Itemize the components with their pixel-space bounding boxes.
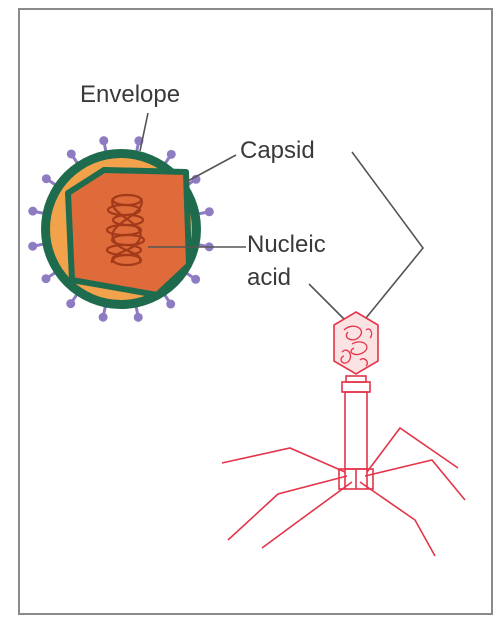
- capsid-leader-line-enveloped: [186, 155, 236, 182]
- enveloped-virus: [28, 136, 214, 322]
- bacteriophage: [222, 312, 465, 556]
- glycoprotein-spike-knob: [205, 207, 214, 216]
- phage-tail-fibers: [222, 428, 465, 556]
- label-nucleic: Nucleic: [247, 232, 326, 258]
- glycoprotein-spike-knob: [67, 149, 76, 158]
- glycoprotein-spike-knob: [99, 313, 108, 322]
- glycoprotein-spike-knob: [191, 275, 200, 284]
- glycoprotein-spike-knob: [134, 313, 143, 322]
- capsid-outline: [68, 170, 189, 295]
- phage-collar: [346, 376, 366, 382]
- envelope-leader-line: [140, 113, 148, 151]
- glycoprotein-spike-knob: [99, 136, 108, 145]
- acid-leader-line: [309, 284, 347, 322]
- glycoprotein-spike-knob: [42, 174, 51, 183]
- label-envelope: Envelope: [80, 82, 180, 108]
- glycoprotein-spike-knob: [41, 274, 50, 283]
- phage-neck: [342, 382, 370, 392]
- glycoprotein-spike-knob: [28, 207, 37, 216]
- phage-head: [334, 312, 378, 374]
- glycoprotein-spike-knob: [167, 150, 176, 159]
- label-acid: acid: [247, 265, 291, 291]
- glycoprotein-spike-knob: [28, 242, 37, 251]
- label-capsid: Capsid: [240, 138, 315, 164]
- phage-tail-sheath: [345, 392, 367, 469]
- glycoprotein-spike-knob: [66, 299, 75, 308]
- capsid-leader-line-phage: [352, 152, 423, 318]
- glycoprotein-spike-knob: [166, 300, 175, 309]
